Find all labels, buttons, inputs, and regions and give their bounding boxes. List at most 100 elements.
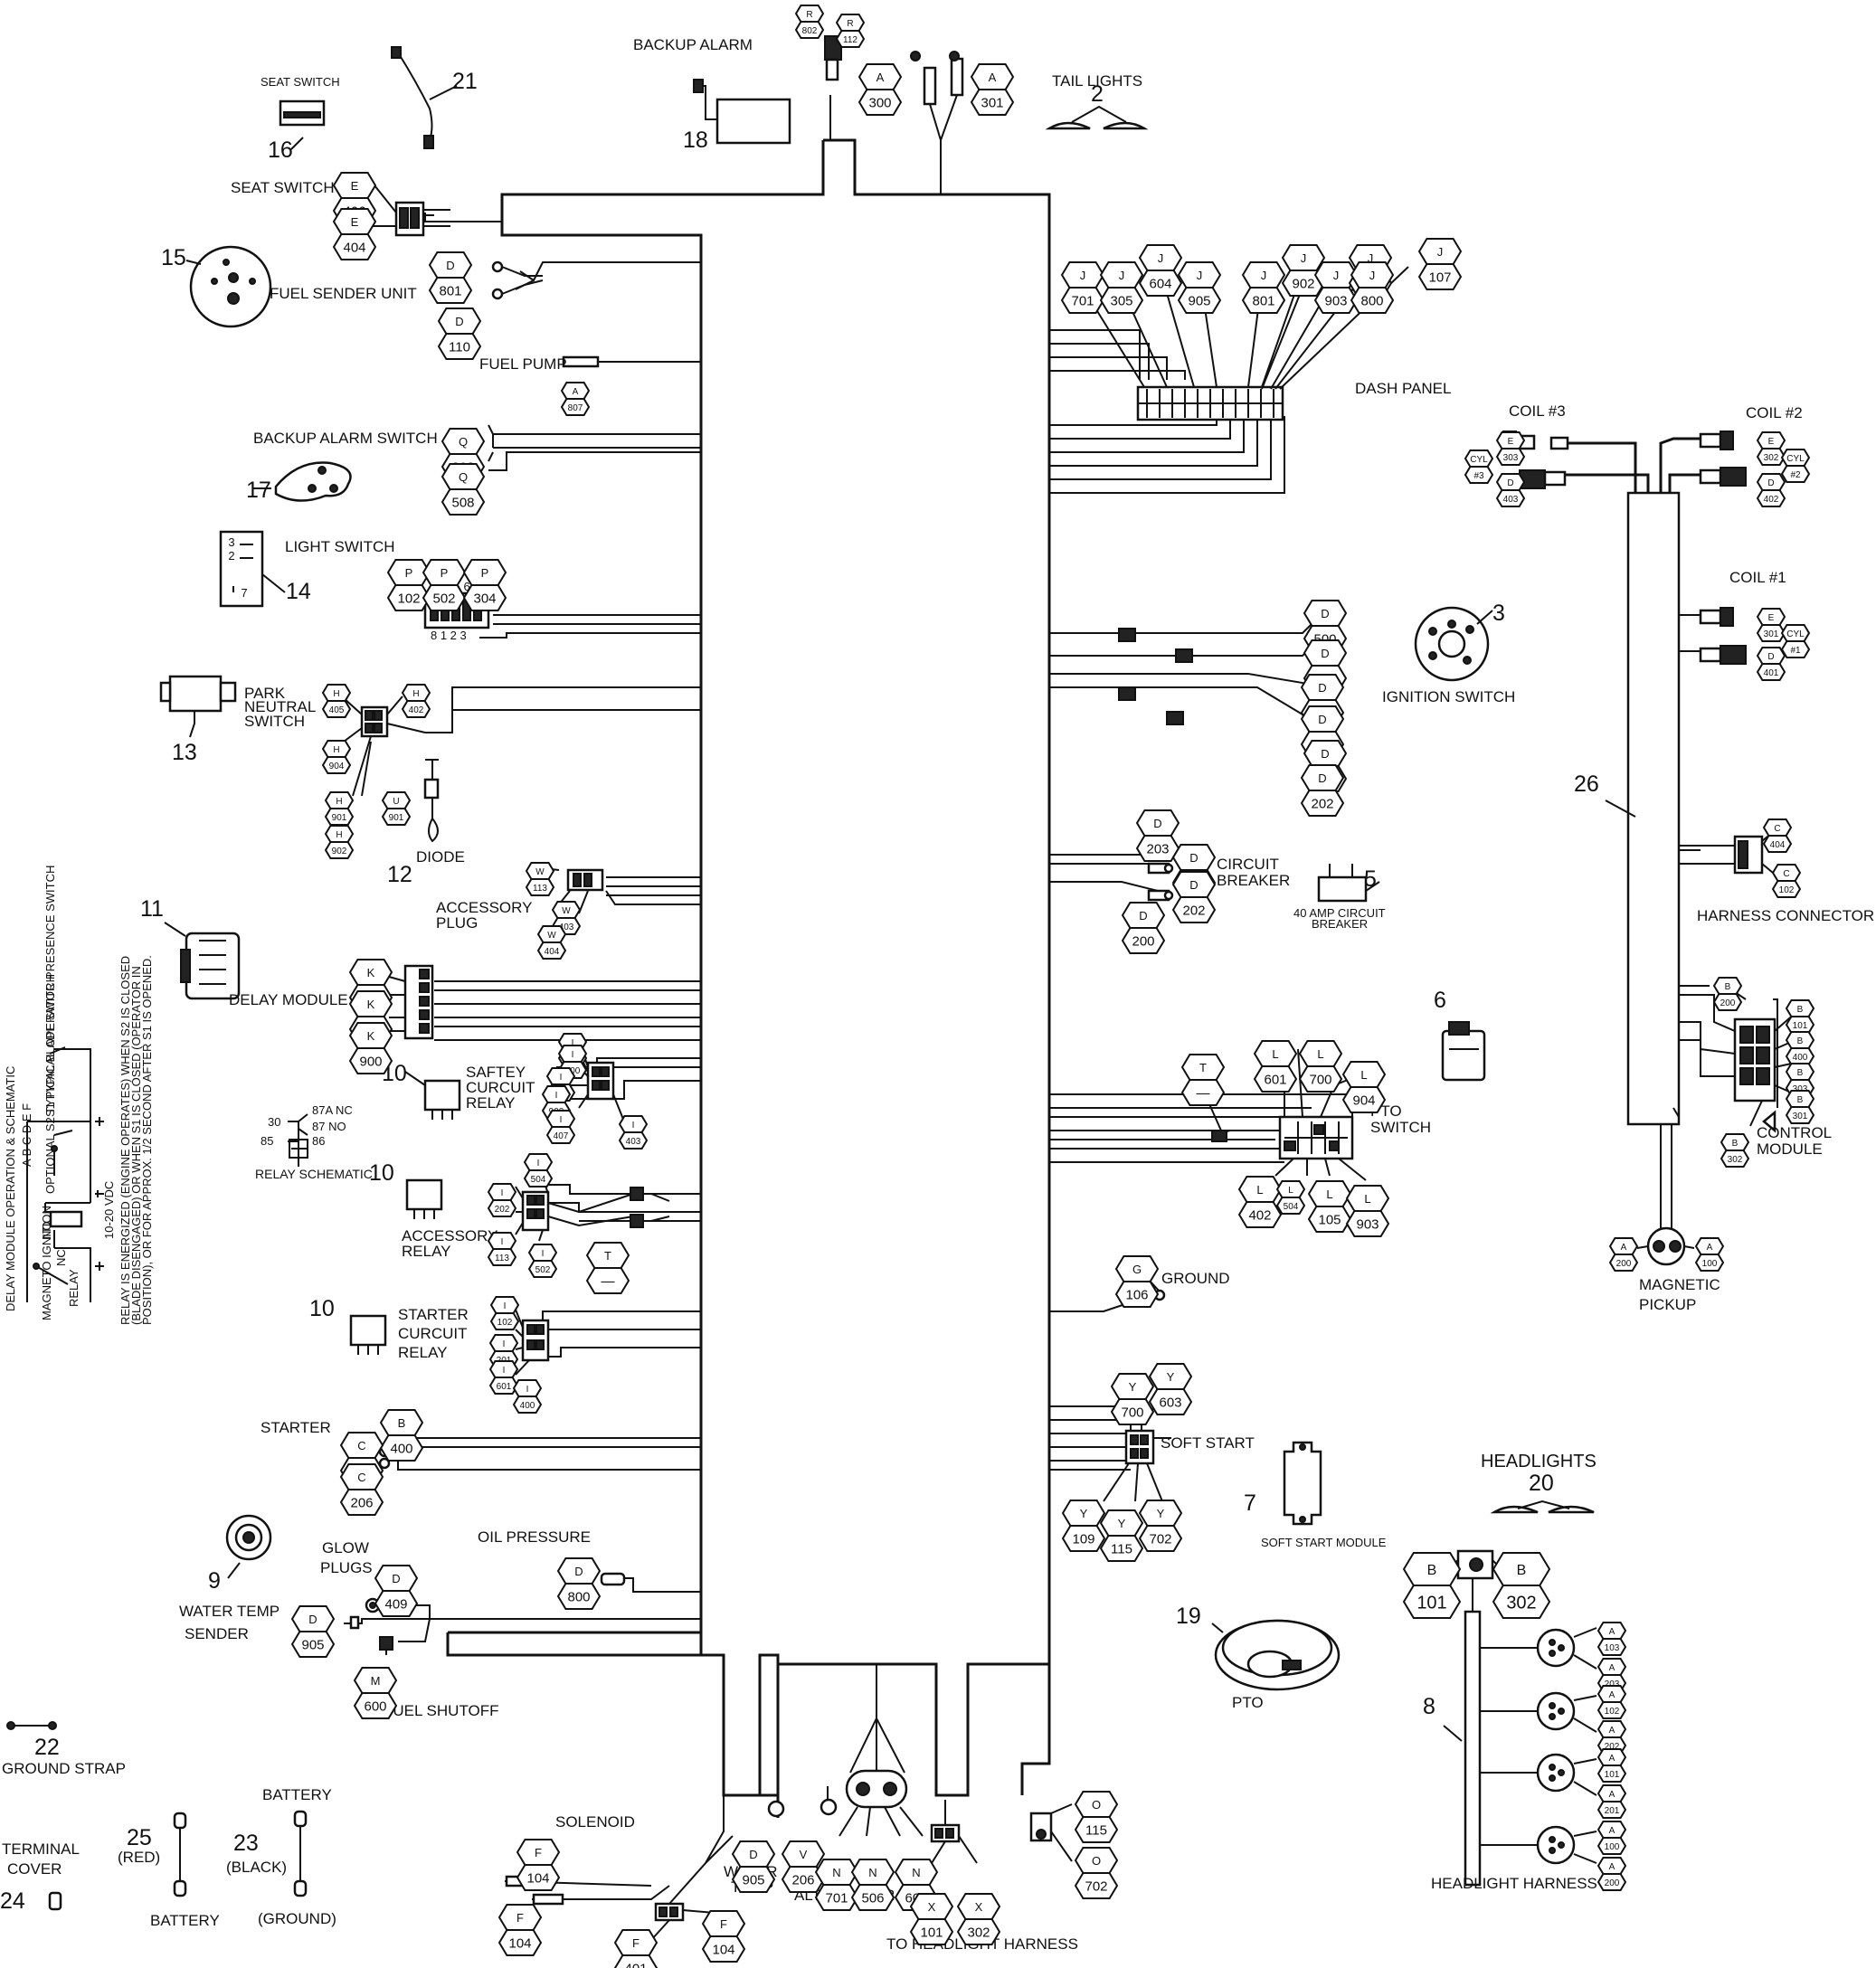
connector-tag-t86: D 202 (1300, 764, 1345, 817)
tag-number: 200 (1616, 1259, 1632, 1269)
label-ground: GROUND (1161, 1270, 1230, 1287)
tag-letter: K (367, 998, 375, 1011)
label-starter-relay-2: CURCUIT (398, 1325, 468, 1342)
tag-letter: W (562, 906, 571, 916)
tag-letter: J (1158, 251, 1164, 265)
tag-number: 103 (1605, 1643, 1620, 1653)
tag-number-frame (489, 1312, 520, 1330)
tag-number-frame (1495, 489, 1526, 507)
tag-number-frame (487, 1248, 517, 1266)
tag-letter: W (535, 867, 545, 877)
tag-number: 402 (1248, 1208, 1271, 1224)
tag-letter: F (632, 1936, 640, 1950)
callout-n15: 22 (34, 1735, 60, 1760)
tag-letter: P (481, 566, 489, 580)
tag-number-frame (1180, 1079, 1226, 1106)
text-labels: BACKUP ALARM TAIL LIGHTS SEAT SWITCH SEA… (2, 36, 1874, 1953)
tag-number: 403 (1503, 495, 1519, 505)
tag-letter: C (357, 1439, 365, 1452)
tag-number: 603 (1159, 1396, 1181, 1411)
label-coil-2: COIL #2 (1746, 404, 1803, 421)
tag-letter: Q (459, 435, 468, 449)
tag-letter: B (1797, 1036, 1804, 1046)
tag-letter: Y (1080, 1507, 1088, 1520)
tag-number-frame (1300, 790, 1345, 817)
tag-number: 203 (1605, 1679, 1620, 1689)
tag-number-frame (1138, 1525, 1183, 1552)
main-harness (446, 138, 1051, 1818)
tag-number: 900 (359, 1055, 382, 1070)
label-park-neutral-3: SWITCH (244, 713, 305, 730)
tag-number: 301 (1764, 629, 1779, 639)
connector-tag-t79: CYL#1 (1780, 624, 1811, 658)
tag-number: 302 (1764, 453, 1779, 463)
tag-letter: J (1437, 245, 1444, 259)
tag-number: 202 (1311, 797, 1333, 812)
tag-number: 202 (495, 1205, 510, 1215)
tag-letter: A (1609, 1627, 1615, 1637)
tag-letter: J (1080, 269, 1086, 282)
tag-number-frame (1417, 263, 1463, 290)
callout-n16: 23 (233, 1831, 259, 1856)
tag-number: 801 (439, 284, 461, 299)
tag-number: 402 (409, 705, 424, 715)
tag-letter: J (1119, 269, 1125, 282)
dash-panel-connector (1082, 266, 1409, 421)
accessory-relay (405, 1178, 443, 1219)
tag-letter: D (1321, 747, 1329, 761)
water-temp-sender (225, 1514, 272, 1579)
label-delay-module: DELAY MODULE (229, 991, 348, 1008)
tag-letter: D (308, 1613, 317, 1626)
safety-relay (404, 1071, 461, 1120)
tag-number-frame (516, 1864, 561, 1891)
tag-number-frame (1345, 1210, 1390, 1237)
label-safety-relay-1: SAFTEY (466, 1064, 526, 1081)
tag-number-frame (374, 1590, 419, 1617)
connector-tag-t99: T— (1180, 1054, 1226, 1106)
tag-letter: B (1797, 1005, 1804, 1015)
tag-letter: M (371, 1674, 381, 1688)
tag-number-frame (1694, 1254, 1725, 1272)
tag-letter: I (526, 1385, 529, 1395)
tag-letter: R (806, 10, 812, 20)
tag-number: 407 (554, 1131, 569, 1141)
label-accessory-plug-2: PLUG (436, 914, 478, 932)
starter-relay-plug (515, 1309, 550, 1376)
delay-module-plug (388, 964, 434, 1040)
label-battery-red: (RED) (118, 1849, 160, 1866)
tag-number: 401 (624, 1962, 647, 1968)
tag-number-frame (835, 30, 866, 48)
tag-letter: D (574, 1565, 583, 1578)
tag-letter: I (501, 1188, 504, 1198)
tag-letter: D (455, 315, 463, 328)
park-neutral-switch (159, 675, 237, 738)
tag-number: 104 (712, 1943, 734, 1958)
label-seat-switch: SEAT SWITCH (231, 179, 335, 196)
tag-letter: U (393, 797, 399, 807)
tag-letter: D (1318, 771, 1326, 785)
tag-letter: D (1189, 878, 1198, 892)
tag-number-frame (1771, 880, 1802, 898)
tag-number: 905 (742, 1873, 764, 1888)
